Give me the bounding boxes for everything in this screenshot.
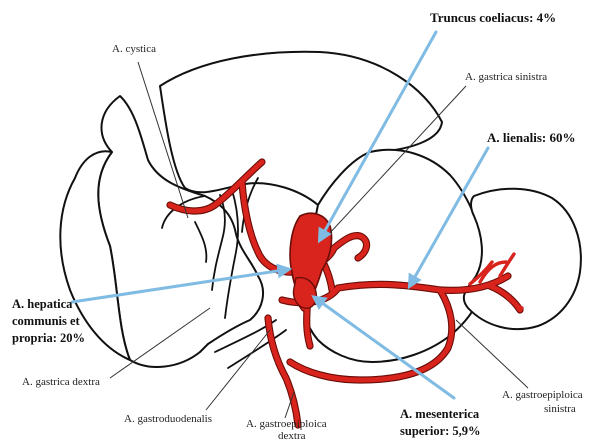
label-hepatica-2: communis et — [12, 314, 81, 328]
label-gastroepiploica-sinistra-2: sinistra — [544, 403, 576, 415]
label-mesenterica-1: A. mesenterica — [400, 407, 480, 421]
label-gastroduodenalis: A. gastroduodenalis — [124, 413, 212, 425]
label-gastrica-dextra: A. gastrica dextra — [22, 376, 100, 388]
label-gastrica-sinistra: A. gastrica sinistra — [465, 71, 547, 83]
label-gastroepiploica-sinistra-1: A. gastroepiploica — [502, 389, 583, 401]
label-cystica: A. cystica — [112, 43, 156, 55]
label-lienalis: A. lienalis: 60% — [487, 130, 575, 145]
label-gastroepiploica-dextra-2: dextra — [278, 430, 306, 440]
label-hepatica-3: propria: 20% — [12, 331, 85, 345]
label-mesenterica-2: superior: 5,9% — [400, 424, 481, 438]
label-truncus: Truncus coeliacus: 4% — [430, 10, 556, 25]
label-gastroepiploica-dextra-1: A. gastroepiploica — [246, 418, 327, 430]
organs — [60, 52, 581, 367]
label-hepatica-1: A. hepatica — [12, 297, 73, 311]
